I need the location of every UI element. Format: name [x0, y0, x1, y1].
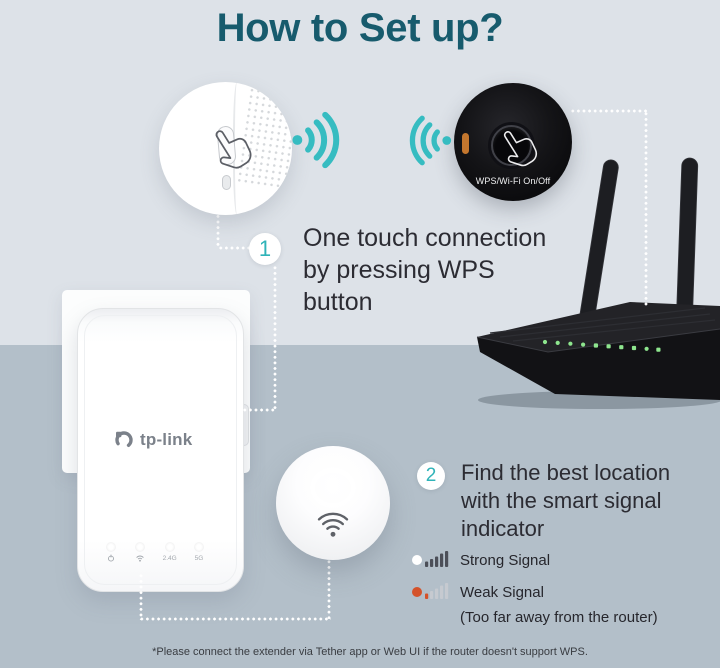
strong-signal-dot [412, 555, 422, 565]
connector-indicator-v [327, 559, 331, 619]
connector-step1-h [242, 408, 275, 412]
footnote: *Please connect the extender via Tether … [152, 646, 588, 658]
connector-right-circle-v [644, 111, 648, 307]
router-wps-closeup: WPS/Wi-Fi On/Off [454, 83, 572, 201]
pressing-hand-icon [215, 130, 252, 169]
led-5g-dot [194, 543, 203, 551]
router-antenna-left [578, 159, 619, 331]
strong-signal-bars-icon [425, 551, 449, 567]
wifi-led-dot [136, 543, 145, 551]
wifi-waves-left-icon [409, 115, 452, 166]
wifi-led [128, 543, 152, 562]
extender-side-led [221, 175, 231, 191]
step-2-badge: 2 [417, 462, 445, 490]
connector-step1-v [273, 265, 277, 411]
wifi-waves-right-icon [292, 111, 340, 169]
led-2-4g-label: 2.4G [162, 554, 177, 562]
pressing-hand-icon [503, 131, 538, 167]
page-title: How to Set up? [216, 6, 504, 50]
step-1-text: One touch connection by pressing WPS but… [303, 224, 547, 316]
led-2-4g: 2.4G [158, 543, 182, 562]
step-1-badge: 1 [249, 233, 281, 265]
led-2-4g-dot [165, 543, 174, 551]
smart-signal-indicator-closeup [276, 446, 390, 560]
led-5g: 5G [187, 543, 211, 562]
weak-signal-dot [412, 587, 422, 597]
weak-signal-note: (Too far away from the router) [460, 609, 658, 626]
connector-led-v [139, 573, 143, 620]
power-led [99, 543, 123, 562]
router-device [476, 157, 720, 409]
led-5g-label: 5G [194, 554, 204, 562]
connector-led-h [139, 617, 331, 621]
power-icon [107, 554, 115, 562]
wifi-icon [317, 512, 349, 537]
power-led-dot [107, 543, 115, 551]
step-2-text: Find the best location with the smart si… [461, 460, 671, 541]
tp-link-logo-text: tp-link [140, 430, 193, 449]
router-front-face [477, 329, 720, 400]
weak-signal-bars-icon [425, 583, 449, 599]
wifi-icon [135, 554, 145, 562]
tp-link-logo: tp-link [114, 430, 192, 450]
extender-wps-closeup [159, 82, 292, 215]
router-button-label: WPS/Wi-Fi On/Off [475, 176, 551, 186]
router-led-icons [542, 339, 661, 352]
orange-detail [462, 133, 469, 154]
extender-face-line [84, 315, 237, 585]
tp-link-logo-icon [115, 431, 133, 449]
connector-right-circle-h [570, 109, 648, 113]
weak-signal-label: Weak Signal [460, 584, 544, 601]
connector-left-circle-h [218, 246, 250, 250]
indicator-light [315, 473, 351, 504]
strong-signal-label: Strong Signal [460, 552, 551, 569]
connector-left-circle-v [216, 208, 220, 248]
extender-device [77, 308, 244, 592]
extender-led-row: 2.4G 5G [99, 543, 211, 562]
router-top-face [477, 302, 720, 352]
